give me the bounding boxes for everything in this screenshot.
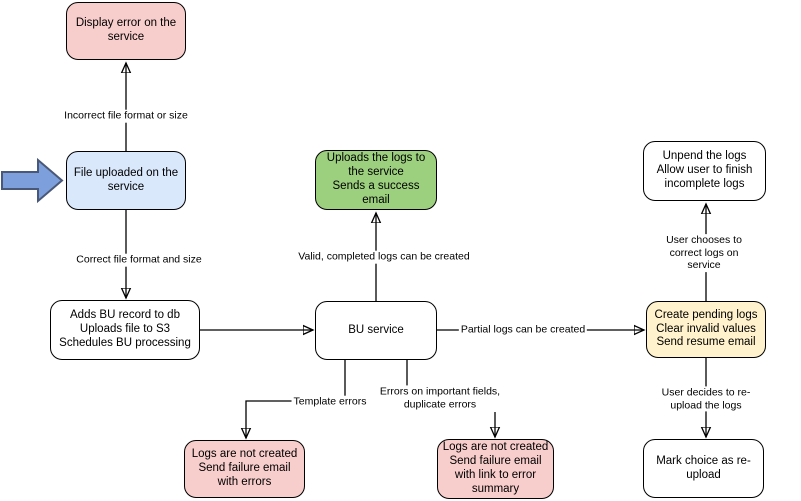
node-display-error: Display error on the service (66, 2, 186, 60)
node-bu-service-label: BU service (348, 323, 404, 336)
node-uploads-logs: Uploads the logs to the service Sends a … (315, 150, 437, 210)
node-uploads-logs-label: Uploads the logs to the service Sends a … (326, 152, 426, 206)
edge-label-correct-format: Correct file format and size (74, 253, 204, 267)
node-logs-not-created-errors: Logs are not created Send failure email … (184, 440, 305, 498)
edge-label-partial-logs: Partial logs can be created (458, 323, 588, 337)
edge-label-valid-logs: Valid, completed logs can be created (296, 250, 472, 264)
edge-label-field-errors: Errors on important fields, duplicate er… (377, 385, 503, 411)
node-mark-choice-reupload-label: Mark choice as re- upload (656, 454, 751, 481)
node-file-uploaded-label: File uploaded on the service (73, 166, 179, 193)
node-file-uploaded: File uploaded on the service (66, 151, 186, 210)
edge-label-template-errors: Template errors (291, 395, 369, 409)
node-logs-not-created-summary: Logs are not created Send failure email … (437, 439, 554, 499)
node-adds-bu-record: Adds BU record to db Uploads file to S3 … (50, 300, 200, 360)
node-logs-not-created-errors-label: Logs are not created Send failure email … (191, 448, 298, 488)
node-display-error-label: Display error on the service (75, 17, 177, 43)
node-create-pending-logs-label: Create pending logs Clear invalid values… (654, 308, 758, 349)
entry-arrow-icon (1, 157, 64, 204)
edge-label-user-decides: User decides to re-upload the logs (658, 386, 754, 412)
node-logs-not-created-summary-label: Logs are not created Send failure email … (442, 441, 549, 495)
edge-label-incorrect-format: Incorrect file format or size (62, 109, 190, 123)
edge-label-user-chooses: User chooses to correct logs on service (655, 234, 753, 272)
node-bu-service: BU service (315, 301, 437, 360)
node-create-pending-logs: Create pending logs Clear invalid values… (646, 301, 766, 358)
node-mark-choice-reupload: Mark choice as re- upload (643, 439, 764, 498)
node-unpend-logs: Unpend the logs Allow user to finish inc… (643, 141, 766, 201)
node-unpend-logs-label: Unpend the logs Allow user to finish inc… (656, 150, 753, 190)
node-adds-bu-record-label: Adds BU record to db Uploads file to S3 … (59, 309, 191, 349)
